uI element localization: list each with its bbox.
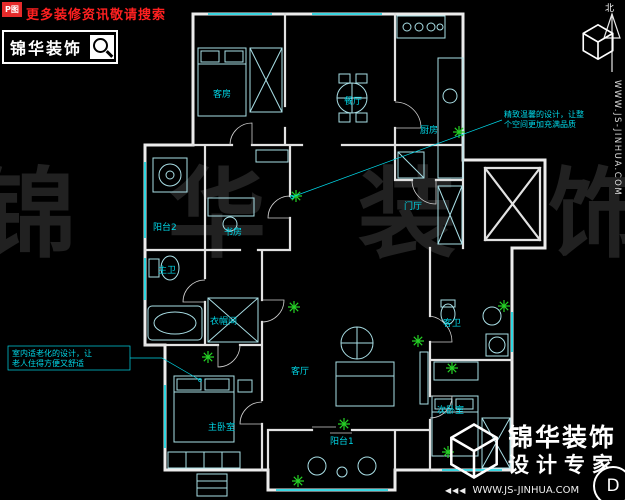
magnifier-handle [105,50,114,58]
elevator-core [483,166,542,242]
annotation-right-line2: 个空间更加充满品质 [504,119,576,129]
room-label-foyer: 门厅 [404,200,422,212]
room-label-guest-bath: 客卫 [443,317,461,329]
room-label-kitchen: 厨房 [420,124,438,136]
annotation-right-line1: 精致温馨的设计，让整 [504,109,584,119]
room-label-master-bedroom: 主卧室 [208,421,235,433]
annotation-left: 室内适老化的设计，让 老人住得方便又舒适 [7,345,202,382]
brand-search-box: 锦华装饰 [2,30,119,64]
header-badge: P图 [2,2,22,17]
furniture [147,15,511,497]
logo-cube-top-icon [582,23,614,61]
room-label-dining-room: 餐厅 [344,95,362,107]
annotation-left-line1: 室内适老化的设计，让 [12,348,92,358]
header-slogan: 更多装修资讯敬请搜索 [26,8,167,23]
site-url-vertical: WWW.JS-JINHUA.COM [612,80,622,197]
room-label-guest-room: 客房 [213,88,231,100]
room-label-master-bath: 主卫 [158,264,176,276]
search-icon [90,35,115,59]
footer-arrows-icon: ◀◀◀ [445,486,467,495]
room-label-second-bedroom: 次卧室 [437,404,464,416]
annotation-right: 精致温馨的设计，让整 个空间更加充满品质 [290,109,584,199]
brand-name: 锦华装饰 [10,39,83,58]
footer-logo-block: 锦华装饰 设计专家 ◀◀◀ WWW.JS-JINHUA.COM [445,420,623,496]
doors [182,101,453,434]
logo-cube-footer-icon [450,423,498,479]
footer-url: WWW.JS-JINHUA.COM [472,485,580,496]
room-label-balcony-1: 阳台1 [330,435,354,447]
room-label-living-room: 客厅 [291,365,309,377]
footer-brand: 锦华装饰 [508,423,617,453]
annotation-left-line2: 老人住得方便又舒适 [12,358,84,368]
interior-walls [143,12,514,472]
windows [144,13,513,491]
room-labels: 客房 餐厅 厨房 阳台2 书房 门厅 主卫 衣帽间 客厅 客卫 主卧室 阳台1 … [153,88,464,447]
magnifier-glass [93,38,109,53]
room-label-study: 书房 [224,226,242,238]
room-label-cloakroom: 衣帽间 [210,315,237,327]
grid-bubble: D [593,466,625,500]
footer-tagline: 设计专家 [508,452,620,477]
north-label: 北 [605,3,614,14]
room-label-balcony-2: 阳台2 [153,221,177,233]
